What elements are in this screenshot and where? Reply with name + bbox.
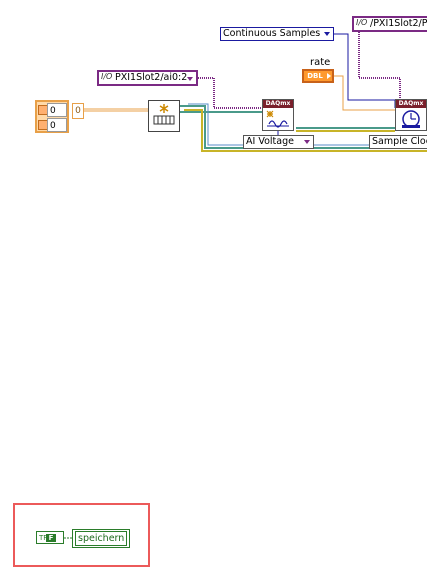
physical-channel-text: PXI1Slot2/ai0:2 [115,72,188,83]
rate-wire [334,75,395,111]
bundle-icon [153,104,175,125]
io-glyph-icon: I/O [101,72,113,81]
io-glyph-icon: I/O [356,18,368,27]
daqmx-badge: DAQmx [263,100,293,108]
sample-clock-selector[interactable]: Sample Clock [369,135,427,149]
clock-source-constant[interactable]: I/O /PXI1Slot2/P [352,16,427,32]
dropdown-arrow-icon [324,32,330,36]
array-element-1[interactable]: 0 [47,118,67,132]
rate-control[interactable]: DBL [302,69,334,83]
create-channel-icon [266,110,289,128]
rate-label: rate [310,57,331,68]
clock-source-text: /PXI1Slot2/P [370,18,427,29]
highlight-box [13,503,150,567]
clock-source-wire [358,22,401,100]
array-constant[interactable]: 0 0 [35,100,69,133]
sample-mode-text: Continuous Samples [223,28,321,39]
sample-mode-enum[interactable]: Continuous Samples [220,27,334,41]
ai-voltage-selector[interactable]: AI Voltage [243,135,314,149]
sample-mode-wire [333,33,396,108]
daqmx-create-channel[interactable]: DAQmx [262,99,294,131]
daqmx-timing[interactable]: DAQmx [395,99,427,131]
boolean-terminal[interactable]: TF F [36,531,64,544]
save-indicator[interactable]: speichern [72,529,131,548]
dropdown-arrow-icon [187,77,193,81]
physical-channel-constant[interactable]: I/O PXI1Slot2/ai0:2 [97,70,198,86]
index-constant[interactable]: 0 [72,103,84,119]
boolean-false-icon: F [46,534,56,542]
timing-clock-icon [402,110,420,128]
dropdown-arrow-icon [304,140,310,144]
dbl-type-text: DBL [307,72,323,80]
ai-voltage-text: AI Voltage [246,136,294,147]
array-element-0[interactable]: 0 [47,103,67,117]
sample-clock-text: Sample Clock [372,136,427,147]
bundle-node[interactable] [148,100,180,132]
daqmx-badge: DAQmx [396,100,426,108]
tf-glyph: TF [39,534,48,542]
output-arrow-icon [327,73,331,79]
save-indicator-label: speichern [75,531,128,546]
physical-channel-wire [196,77,263,109]
